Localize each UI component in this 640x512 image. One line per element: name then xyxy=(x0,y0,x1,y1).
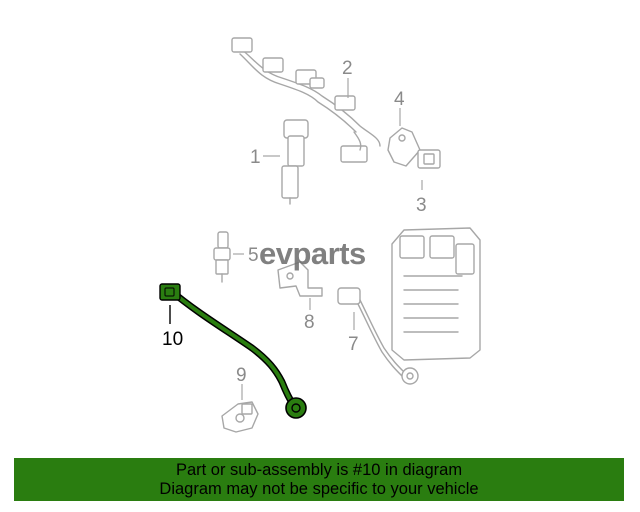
info-banner: Part or sub-assembly is #10 in diagram D… xyxy=(14,458,624,501)
callout-3[interactable]: 3 xyxy=(416,195,427,216)
callout-4[interactable]: 4 xyxy=(394,89,405,110)
callout-8[interactable]: 8 xyxy=(304,312,315,333)
callout-1[interactable]: 1 xyxy=(250,147,261,168)
callout-5[interactable]: 5 xyxy=(248,245,259,266)
callout-7[interactable]: 7 xyxy=(348,334,359,355)
banner-line-disclaimer: Diagram may not be specific to your vehi… xyxy=(159,480,479,498)
callout-2[interactable]: 2 xyxy=(342,58,353,79)
banner-line-part-info: Part or sub-assembly is #10 in diagram xyxy=(175,461,463,479)
part-3-connector[interactable] xyxy=(417,149,441,169)
part-7-sensor[interactable] xyxy=(337,287,419,385)
part-4-bracket[interactable] xyxy=(387,127,421,167)
part-9-sensor[interactable] xyxy=(221,401,259,433)
watermark-logo: evparts xyxy=(259,236,366,271)
part-2-wiring-harness[interactable] xyxy=(231,37,381,163)
callout-9[interactable]: 9 xyxy=(236,365,247,386)
part-5-spark-plug[interactable] xyxy=(213,231,231,283)
ecu-module[interactable] xyxy=(391,227,481,361)
part-8-bracket[interactable] xyxy=(277,261,323,297)
callout-10[interactable]: 10 xyxy=(162,329,183,350)
part-1-ignition-coil[interactable] xyxy=(281,119,309,205)
part-10-knock-sensor[interactable] xyxy=(159,283,307,419)
